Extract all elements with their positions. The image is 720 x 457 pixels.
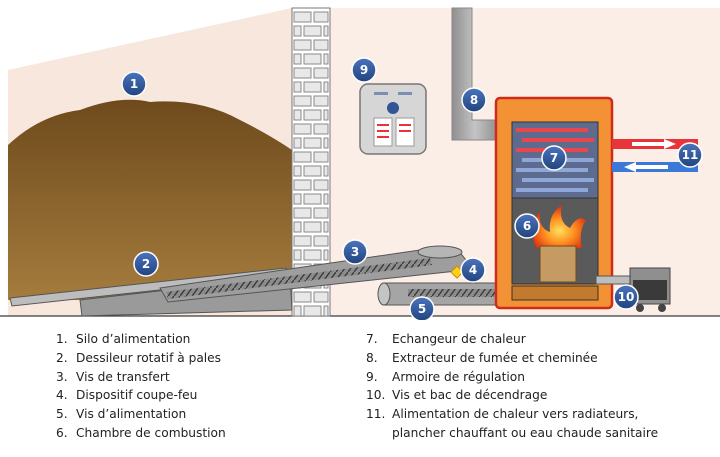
control-cabinet <box>359 83 427 155</box>
legend-item: 5. Vis d’alimentation <box>56 405 226 424</box>
legend-item: 2. Dessileur rotatif à pales <box>56 349 226 368</box>
callout-badge-3: 3 <box>342 239 368 265</box>
callout-badge-4: 4 <box>460 257 486 283</box>
legend-label: Extracteur de fumée et cheminée <box>392 350 598 365</box>
legend-item: 11. Alimentation de chaleur vers radiateu… <box>366 405 658 424</box>
callout-number-1: 1 <box>130 77 138 91</box>
cold-flow-arrow <box>624 162 668 172</box>
legend-label: Vis et bac de décendrage <box>392 388 548 403</box>
legend-label: Alimentation de chaleur vers radiateurs, <box>392 407 639 422</box>
legend-label: Echangeur de chaleur <box>392 332 526 346</box>
legend-number: 1. <box>56 332 68 346</box>
legend-item: 3. Vis de transfert <box>56 368 226 387</box>
ash-bin-wheel-right <box>658 304 666 312</box>
callout-number-10: 10 <box>618 290 635 304</box>
legend-item: 6. Chambre de combustion <box>56 424 226 443</box>
callout-badge-1: 1 <box>121 71 147 97</box>
legend-item: 9. Armoire de régulation <box>366 368 658 387</box>
legend-item: 1. Silo d’alimentation <box>56 330 226 349</box>
callout-number-6: 6 <box>523 219 531 233</box>
legend-label: Dessileur rotatif à pales <box>76 350 222 365</box>
callout-badge-11: 11 <box>677 142 703 168</box>
pellet-heap <box>8 99 292 300</box>
callout-badge-10: 10 <box>613 284 639 310</box>
legend-number: 7. <box>366 332 378 346</box>
legend-label: Vis d’alimentation <box>76 407 187 422</box>
legend-number: 4. <box>56 388 68 403</box>
legend-number: 8. <box>366 350 378 365</box>
feed-screw-end <box>377 282 391 306</box>
callout-number-11: 11 <box>682 148 699 162</box>
callout-number-4: 4 <box>469 263 477 277</box>
callout-number-9: 9 <box>360 63 368 77</box>
legend-item: 4. Dispositif coupe-feu <box>56 386 226 405</box>
callout-badge-8: 8 <box>461 87 487 113</box>
hot-flow-arrow <box>632 139 676 149</box>
callout-badge-9: 9 <box>351 57 377 83</box>
callout-number-2: 2 <box>142 257 150 271</box>
ash-bin-contents <box>633 280 667 300</box>
feed-screw <box>408 289 558 297</box>
callout-badge-2: 2 <box>133 251 159 277</box>
legend-label: Dispositif coupe-feu <box>76 388 198 403</box>
transfer-screw-end <box>417 245 463 259</box>
legend-item: 10. Vis et bac de décendrage <box>366 386 658 405</box>
callout-number-7: 7 <box>550 151 558 165</box>
ash-drawer-door <box>511 285 599 301</box>
legend-label: Chambre de combustion <box>76 425 226 440</box>
legend-label: Armoire de régulation <box>392 369 525 384</box>
ash-bin-wheel-left <box>636 304 644 312</box>
legend-number: 9. <box>366 369 378 384</box>
boiler-installation-diagram: 1 2 3 4 5 6 7 8 9 10 11 <box>0 7 720 320</box>
legend-left: 1. Silo d’alimentation 2. Dessileur rotatif… <box>56 330 226 443</box>
control-schematic <box>373 92 415 147</box>
callout-number-8: 8 <box>470 93 478 107</box>
flame <box>532 205 586 248</box>
legend-number: 6. <box>56 425 68 440</box>
legend-number: 10. <box>366 388 386 403</box>
legend-label: Silo d’alimentation <box>76 332 191 346</box>
callout-number-3: 3 <box>351 245 359 259</box>
transfer-screw <box>166 258 432 299</box>
legend-number: 11. <box>366 407 386 422</box>
legend-item: 7. Echangeur de chaleur <box>366 330 658 349</box>
fuel-pot <box>539 245 577 283</box>
legend-number: 2. <box>56 350 68 365</box>
legend-number: 3. <box>56 369 68 384</box>
legend-number: 5. <box>56 407 68 422</box>
legend-label: Vis de transfert <box>76 369 170 384</box>
callout-badge-6: 6 <box>514 213 540 239</box>
legend-right: 7. Echangeur de chaleur 8. Extracteur de fu… <box>366 330 658 443</box>
callout-badge-5: 5 <box>409 296 435 320</box>
callout-badge-7: 7 <box>541 145 567 171</box>
legend-label-continuation: plancher chauffant ou eau chaude sanitai… <box>392 425 659 440</box>
callout-number-5: 5 <box>418 302 426 316</box>
legend-item: 8. Extracteur de fumée et cheminée <box>366 349 658 368</box>
